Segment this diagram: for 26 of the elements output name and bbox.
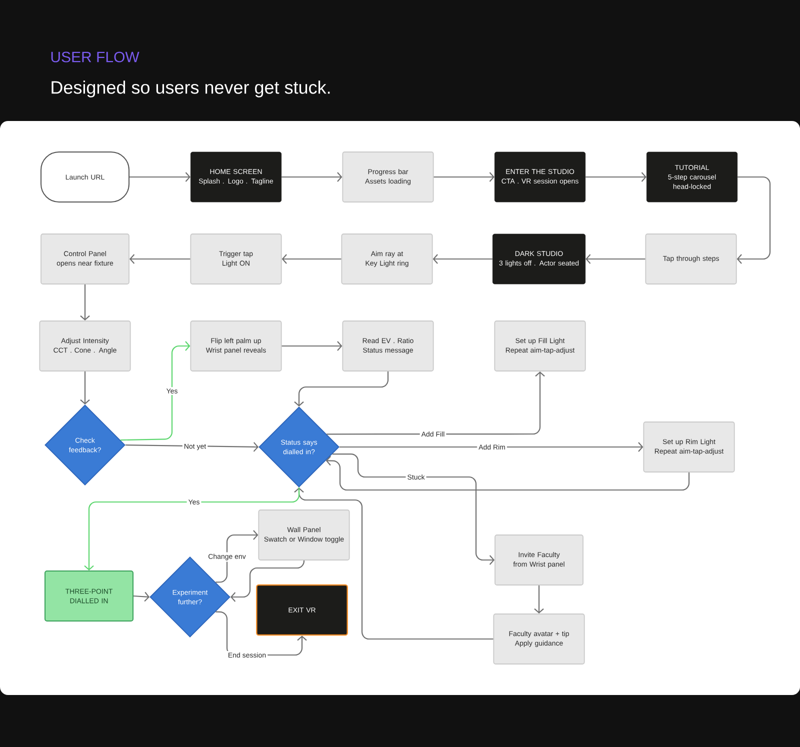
arrow — [216, 530, 258, 583]
title: USER FLOW — [51, 52, 140, 62]
arrow — [332, 453, 495, 565]
arrow — [586, 254, 646, 264]
arrow — [326, 456, 690, 491]
arrow — [80, 371, 90, 405]
arrow — [434, 172, 494, 182]
arrow — [736, 176, 771, 264]
arrow — [586, 172, 646, 182]
arrow — [294, 487, 494, 640]
arrow — [133, 592, 150, 602]
arrow — [282, 341, 342, 351]
arrow — [84, 487, 300, 571]
arrow — [120, 341, 190, 441]
arrow — [534, 585, 544, 614]
arrow — [282, 254, 342, 264]
subtitle: Designed so users never get stuck. — [52, 80, 330, 98]
arrow — [230, 560, 305, 602]
arrow — [129, 254, 190, 264]
arrow — [80, 284, 90, 321]
arrow — [282, 172, 342, 182]
arrow — [339, 442, 644, 452]
arrow — [432, 254, 492, 264]
arrow — [130, 172, 190, 182]
arrow — [294, 371, 389, 407]
arrow — [326, 371, 545, 435]
